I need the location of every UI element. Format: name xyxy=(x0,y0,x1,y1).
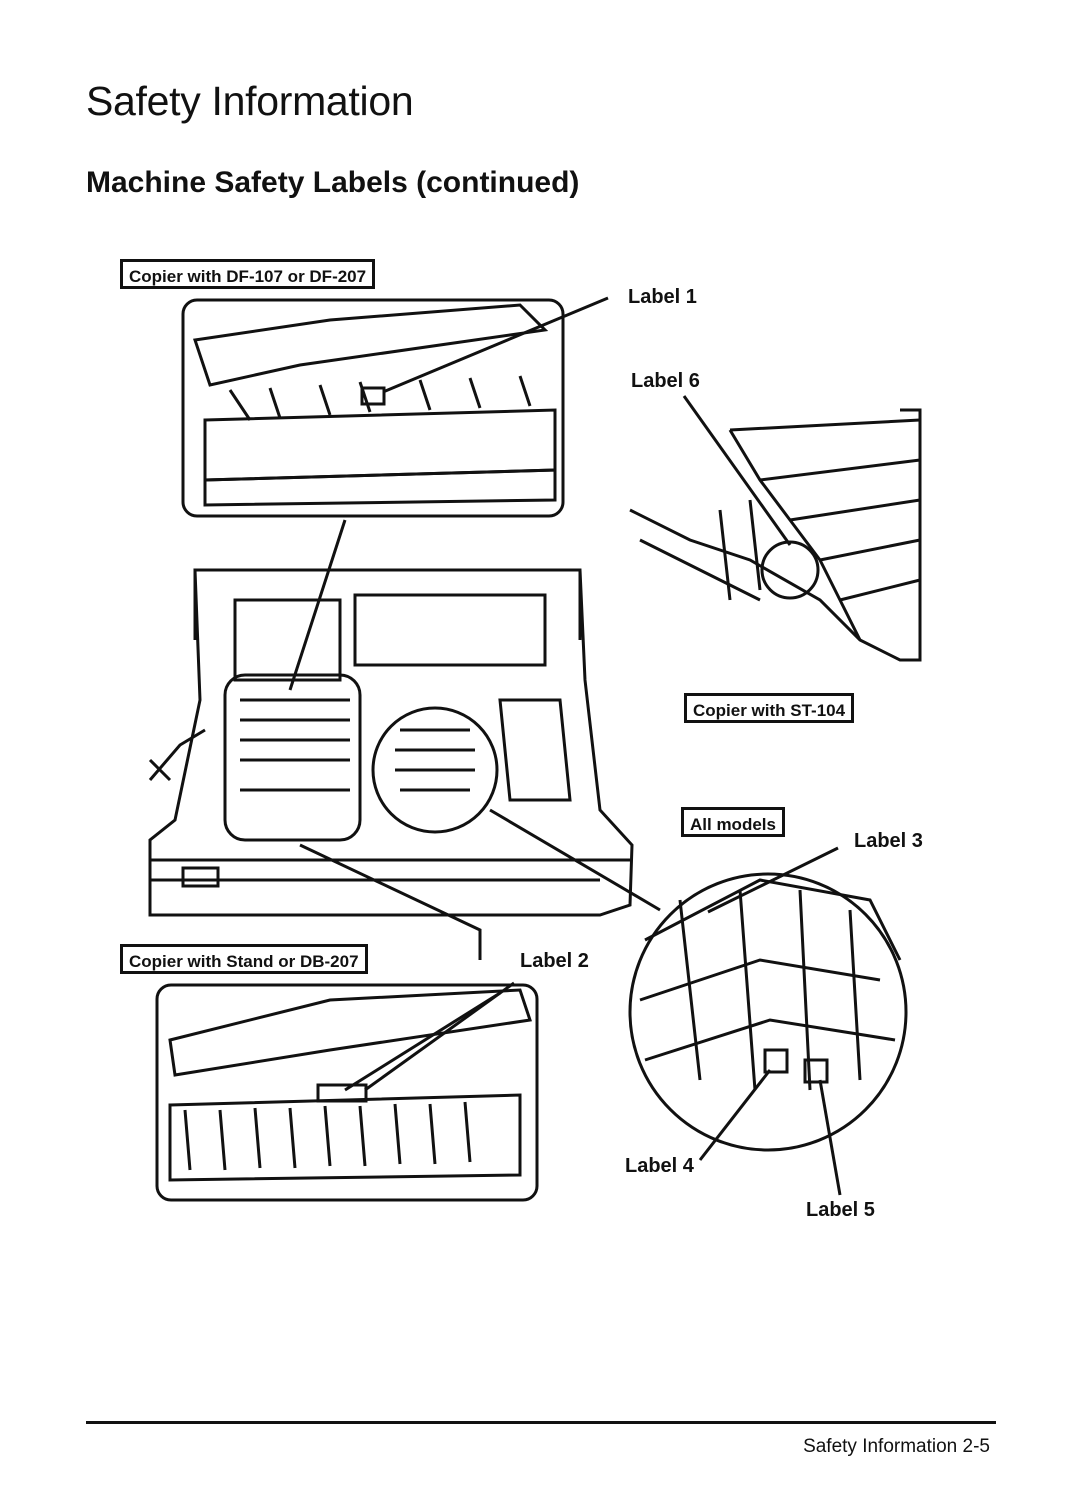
leader-zone-bottom xyxy=(299,843,482,960)
inset-magnified-circle xyxy=(628,872,908,1152)
leader-zone-magnified xyxy=(489,808,661,912)
label-4: Label 4 xyxy=(625,1155,694,1177)
leader-label6 xyxy=(682,395,792,546)
label2-marker xyxy=(316,1083,368,1103)
page-title: Safety Information xyxy=(86,78,414,124)
callout-all-models: All models xyxy=(681,807,785,837)
inset-zone-left xyxy=(223,673,362,842)
label-2: Label 2 xyxy=(520,950,589,972)
label-1: Label 1 xyxy=(628,286,697,308)
callout-copier-df: Copier with DF-107 or DF-207 xyxy=(120,259,376,289)
label-6: Label 6 xyxy=(631,370,700,392)
leader-label1 xyxy=(382,296,609,394)
leader-label2b xyxy=(344,991,501,1092)
label4-marker xyxy=(763,1048,789,1074)
copier-body xyxy=(148,568,634,917)
leader-label5 xyxy=(818,1079,842,1196)
label5-marker xyxy=(803,1058,829,1084)
leader-zone-top xyxy=(288,519,347,691)
footer-divider xyxy=(86,1421,996,1424)
label6-marker xyxy=(760,540,820,600)
inset-bottom-left-frame xyxy=(155,983,539,1202)
callout-copier-st: Copier with ST-104 xyxy=(684,693,855,723)
leader-label4 xyxy=(698,1069,772,1161)
label-3: Label 3 xyxy=(854,830,923,852)
st104-unit xyxy=(629,508,920,662)
section-title: Machine Safety Labels (continued) xyxy=(86,166,580,199)
inset-top-left-frame xyxy=(181,298,565,518)
page-footer: Safety Information 2-5 xyxy=(803,1436,990,1457)
inset-zone-center xyxy=(371,706,499,834)
label-5: Label 5 xyxy=(806,1199,875,1221)
label1-marker xyxy=(360,386,386,406)
callout-copier-stand: Copier with Stand or DB-207 xyxy=(120,944,368,974)
leader-label3 xyxy=(707,846,839,914)
